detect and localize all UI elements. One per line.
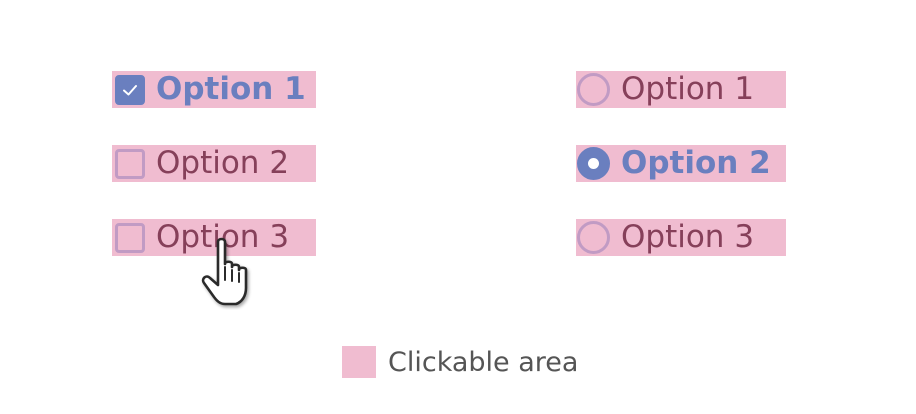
checkbox-option-1[interactable]: Option 1	[112, 71, 316, 108]
radio-dot	[588, 158, 599, 169]
checkbox-option-2-label: Option 2	[156, 145, 290, 181]
checkbox-2[interactable]	[115, 148, 145, 179]
checkbox-option-1-label: Option 1	[156, 71, 306, 107]
legend-label: Clickable area	[388, 346, 579, 378]
radio-3[interactable]	[577, 221, 610, 254]
radio-option-1[interactable]: Option 1	[576, 71, 786, 108]
radio-option-2-label: Option 2	[621, 145, 771, 181]
hand-pointer-cursor-icon	[201, 237, 248, 306]
checkbox-1[interactable]	[115, 74, 145, 105]
check-icon	[123, 84, 137, 95]
radio-option-3[interactable]: Option 3	[576, 219, 786, 256]
checkbox-option-3[interactable]: Option 3	[112, 219, 316, 256]
legend: Clickable area	[342, 346, 578, 378]
checkbox-option-2[interactable]: Option 2	[112, 145, 316, 182]
radio-option-1-label: Option 1	[621, 71, 755, 107]
clickable-area-swatch	[342, 346, 376, 378]
checkbox-3[interactable]	[115, 222, 145, 253]
radio-1[interactable]	[577, 73, 610, 106]
radio-2[interactable]	[577, 147, 610, 180]
radio-option-2[interactable]: Option 2	[576, 145, 786, 182]
radio-option-3-label: Option 3	[621, 219, 755, 255]
